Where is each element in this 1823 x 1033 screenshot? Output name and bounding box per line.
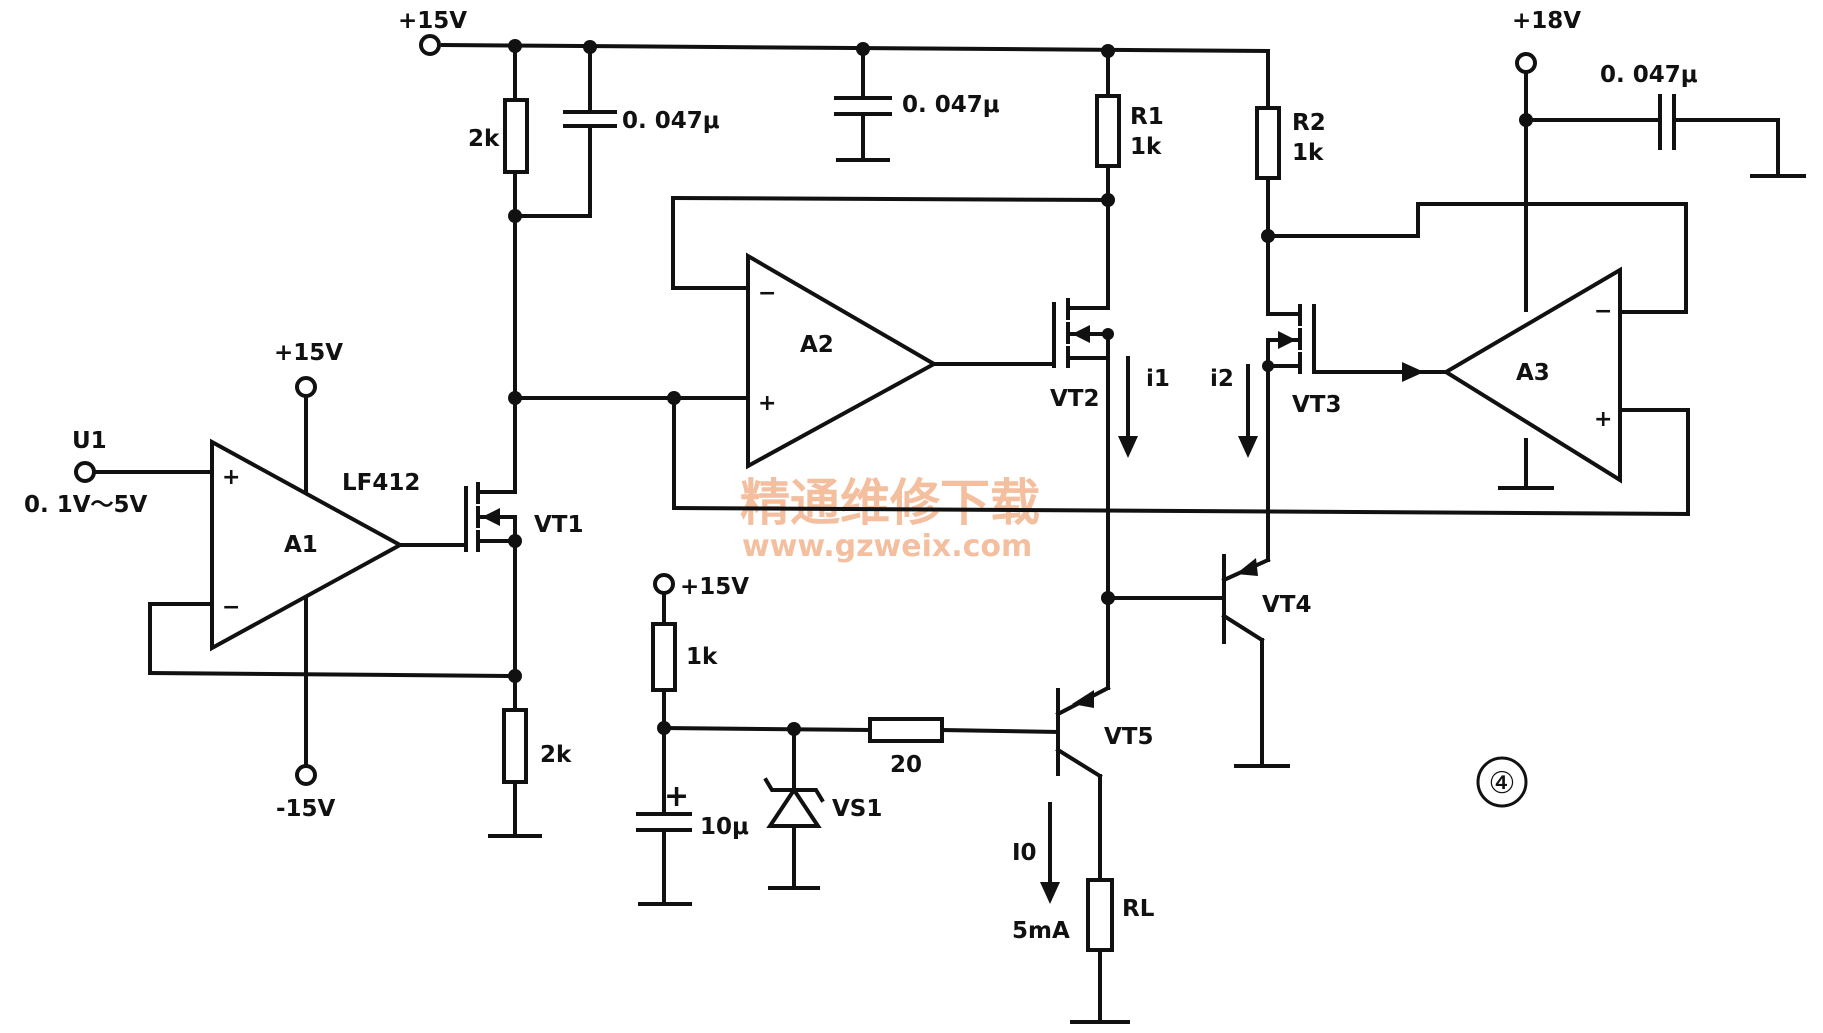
supply-terminal-18v [1515,52,1537,74]
label-lf412: LF412 [342,470,420,496]
a3-feedback-wire [1266,202,1688,314]
label-top-supply: +15V [398,8,467,34]
transistor-vt5: VT5 [1055,596,1154,882]
label-input-range: 0. 1V～5V [24,492,148,518]
supply-terminal-top [419,34,441,56]
label-a1: A1 [284,532,318,558]
label-r-bottom-left: 2k [540,742,572,768]
resistor-20: 20 [868,717,1061,778]
bias-supply-terminal [653,573,675,595]
current-i1-arrow: i1 [1118,356,1170,458]
label-vt4: VT4 [1262,592,1312,618]
label-vs1: VS1 [832,796,882,822]
current-i0-arrow: I0 5mA [1012,802,1070,944]
label-u1: U1 [72,428,107,454]
a2-feedback-wire [670,195,1111,290]
resistor-r2: R2 1k [1255,106,1326,243]
input-terminal [74,461,96,483]
a1-positive-terminal [295,376,317,398]
label-i0: I0 [1012,840,1037,866]
figure-number-text: ④ [1489,766,1516,801]
zener-vs1: VS1 [661,722,882,890]
a1-negative-terminal [295,764,317,786]
capacitor-top-left: 0. 047μ [508,45,720,223]
resistor-r1: R1 1k [1095,49,1164,207]
label-c-right: 0. 047μ [1600,62,1698,88]
label-a3: A3 [1516,360,1550,386]
a3-plus-sign: + [1594,407,1612,432]
figure-number: ④ [1476,756,1528,808]
a1-feedback-wire [147,602,522,683]
label-bias-supply: +15V [680,574,749,600]
transistor-vt3: VT3 [1262,234,1448,418]
watermark: 精通维修下载 www.gzweix.com [740,474,1040,564]
label-c-bias: 10μ [700,814,749,840]
label-c-bias-polarity: + [664,779,689,814]
top-supply-rail: +15V [398,8,1271,110]
opamp-a1: A1 LF412 + − +15V -15V [210,340,420,822]
transistor-vt1: VT1 [398,482,584,552]
label-c-mid: 0. 047μ [902,92,1000,118]
capacitor-mid: 0. 047μ [834,47,1000,162]
input-u1: U1 0. 1V～5V [24,428,214,518]
label-i2: i2 [1210,366,1234,392]
label-vt5: VT5 [1104,724,1154,750]
opamp-a3: A3 − + [1442,266,1622,484]
a1-minus-sign: − [222,595,240,620]
label-rl: RL [1122,896,1155,922]
label-a1-neg: -15V [276,796,336,822]
a3-plus-wire [671,396,1691,517]
label-i0-value: 5mA [1012,918,1070,944]
label-a1-pos: +15V [274,340,343,366]
label-i1: i1 [1146,366,1170,392]
label-vt3: VT3 [1292,392,1342,418]
a2-plus-sign: + [758,391,776,416]
a2-minus-sign: − [758,281,776,306]
label-r1-name: R1 [1130,104,1164,130]
label-vt2: VT2 [1050,386,1100,412]
label-r-bias: 1k [686,644,718,670]
resistor-2k-bottom: 2k [488,674,572,838]
label-r-base: 20 [890,752,922,778]
resistor-rl: RL [1070,878,1155,1024]
watermark-url: www.gzweix.com [742,529,1032,564]
a1-plus-sign: + [222,465,240,490]
label-r2-value: 1k [1292,140,1324,166]
opamp-a2: A2 − + [746,252,939,470]
label-right-supply: +18V [1512,8,1581,34]
transistor-vt2: VT2 [932,298,1114,412]
bias-supply: +15V 1k [651,573,749,735]
watermark-cn: 精通维修下载 [740,474,1040,532]
label-c-top-left: 0. 047μ [622,108,720,134]
label-a2: A2 [800,332,834,358]
label-r-top-left: 2k [468,126,500,152]
current-i2-arrow: i2 [1210,364,1258,458]
label-r2-name: R2 [1292,110,1326,136]
a3-minus-sign: − [1594,299,1612,324]
label-vt1: VT1 [534,512,584,538]
right-supply: +18V 0. 047μ [1498,8,1806,490]
label-r1-value: 1k [1130,134,1162,160]
transistor-vt4: VT4 [1106,554,1312,768]
capacitor-10u: + 10μ [636,726,749,906]
resistor-2k-top: 2k [468,44,529,218]
